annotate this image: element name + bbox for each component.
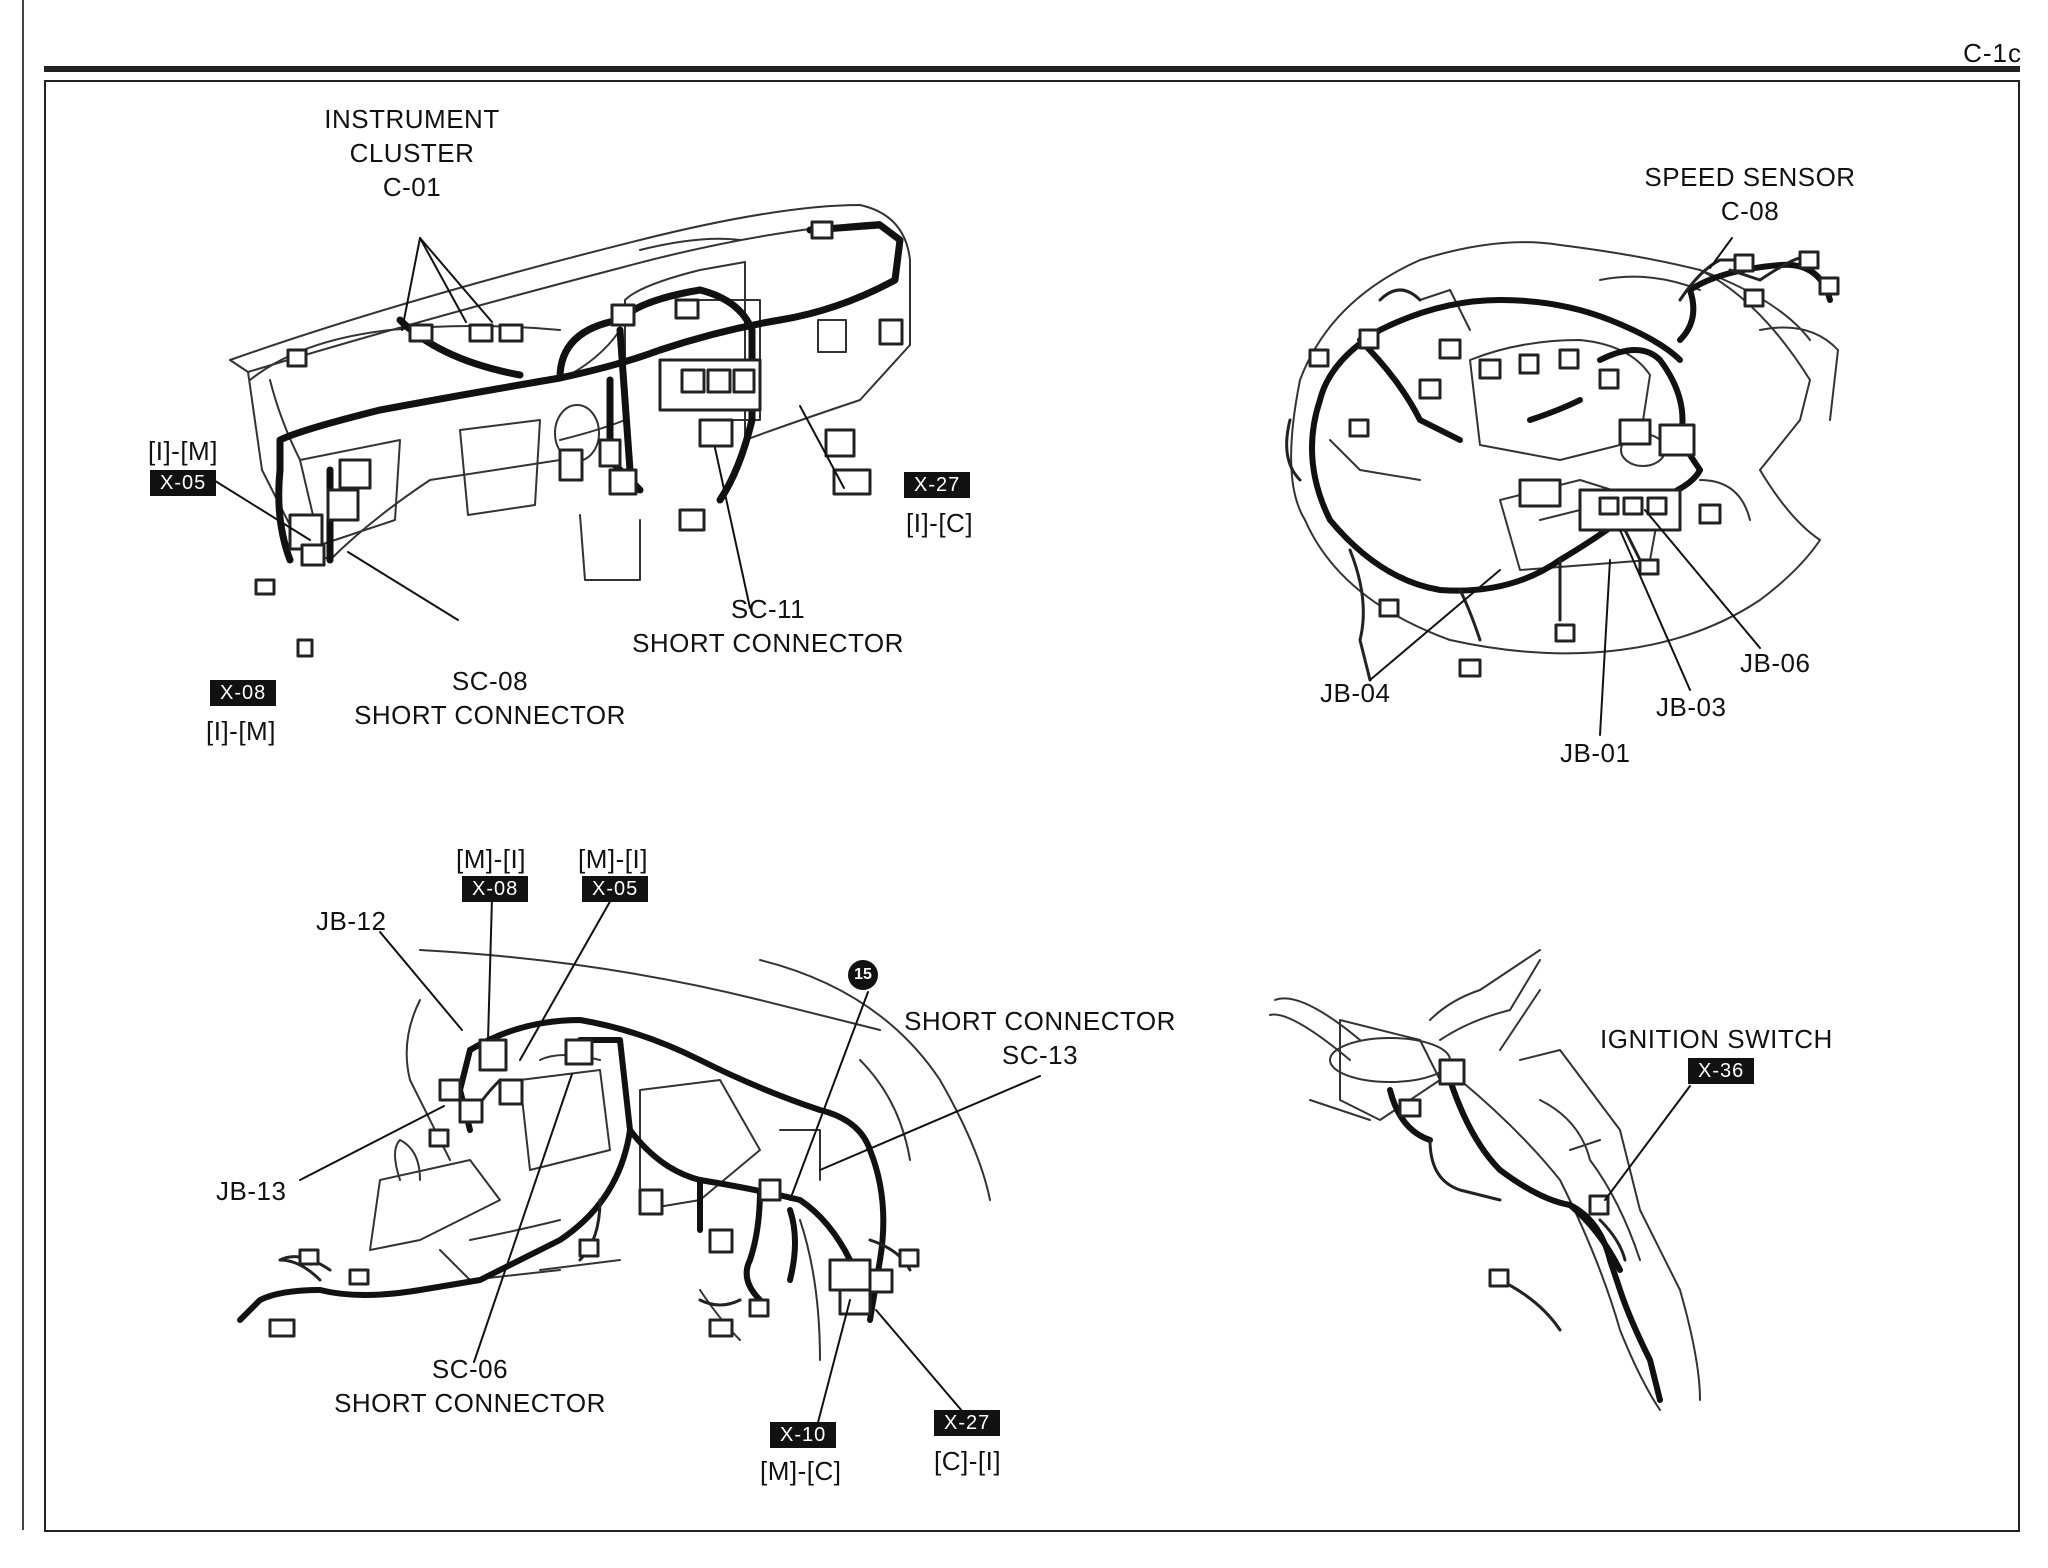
steering-connectors (1398, 1058, 1610, 1288)
x05-code-label: [I]-[M] (148, 436, 218, 466)
x27-connector-tag: X-27 (904, 472, 971, 498)
sc06-label: SC-06 SHORT CONNECTOR (310, 1352, 630, 1420)
dashboard-leader-lines (203, 237, 845, 621)
floor-leader-lines (299, 897, 1041, 1431)
engine-leader-lines (1369, 237, 1761, 736)
jb04-label: JB-04 (1320, 678, 1391, 708)
instrument-cluster-label: INSTRUMENT CLUSTER C-01 (312, 102, 512, 204)
label-line: SPEED SENSOR (1644, 162, 1856, 192)
floor-thin-wires (278, 1078, 912, 1307)
floor-x05-code-label: [M]-[I] (578, 844, 648, 874)
jb06-label: JB-06 (1740, 648, 1811, 678)
jb01-label: JB-01 (1560, 738, 1631, 768)
label-line: SC-11 (730, 594, 806, 624)
engine-connectors (1308, 250, 1840, 678)
label-line: SHORT CONNECTOR (334, 1388, 606, 1418)
jb12-label: JB-12 (316, 906, 387, 936)
binding-margin-rule (22, 0, 24, 1530)
label-line: C-01 (382, 172, 442, 202)
page-number: C-1c (1963, 38, 2022, 68)
diagram-frame (44, 80, 2020, 1532)
x05-connector-tag: X-05 (150, 470, 217, 496)
label-line: SC-08 (451, 666, 529, 696)
label-line: INSTRUMENT (324, 104, 500, 134)
x08-connector-tag: X-08 (210, 680, 277, 706)
label-line: CLUSTER (349, 138, 475, 168)
sc11-label: SC-11 SHORT CONNECTOR (608, 592, 928, 660)
x27-code-label: [I]-[C] (906, 508, 974, 538)
floor-connectors (268, 1038, 920, 1338)
header-rule (44, 66, 2020, 72)
floor-x27-connector-tag: X-27 (934, 1410, 1001, 1436)
floor-harness (237, 1017, 887, 1323)
engine-harness (1309, 261, 1833, 594)
speed-sensor-label: SPEED SENSOR C-08 (1620, 160, 1880, 228)
x08-code-label: [I]-[M] (206, 716, 276, 746)
floor-x08-code-label: [M]-[I] (456, 844, 526, 874)
steering-illustration (1269, 949, 1701, 1411)
floor-x05-connector-tag: X-05 (582, 876, 649, 902)
engine-thin-wires (1285, 256, 1802, 682)
steering-leader-lines (1604, 1085, 1691, 1201)
dashboard-connectors (254, 220, 904, 658)
ignition-switch-label: IGNITION SWITCH (1600, 1024, 1833, 1054)
x10-connector-tag: X-10 (770, 1422, 837, 1448)
label-line: C-08 (1720, 196, 1780, 226)
reference-badge-15: 15 (848, 960, 878, 990)
label-line: SHORT CONNECTOR (904, 1006, 1176, 1036)
sc08-label: SC-08 SHORT CONNECTOR (330, 664, 650, 732)
x10-code-label: [M]-[C] (760, 1456, 842, 1486)
jb13-label: JB-13 (216, 1176, 287, 1206)
label-line: SHORT CONNECTOR (354, 700, 626, 730)
jb03-label: JB-03 (1656, 692, 1727, 722)
label-line: SC-13 (1001, 1040, 1079, 1070)
label-line: SHORT CONNECTOR (632, 628, 904, 658)
steering-harness (1387, 1077, 1663, 1403)
floor-x27-code-label: [C]-[I] (934, 1446, 1002, 1476)
label-line: SC-06 (431, 1354, 509, 1384)
floor-x08-connector-tag: X-08 (462, 876, 529, 902)
x36-connector-tag: X-36 (1688, 1058, 1755, 1084)
sc13-label: SHORT CONNECTOR SC-13 (880, 1004, 1200, 1072)
engine-illustration (1290, 241, 1839, 655)
